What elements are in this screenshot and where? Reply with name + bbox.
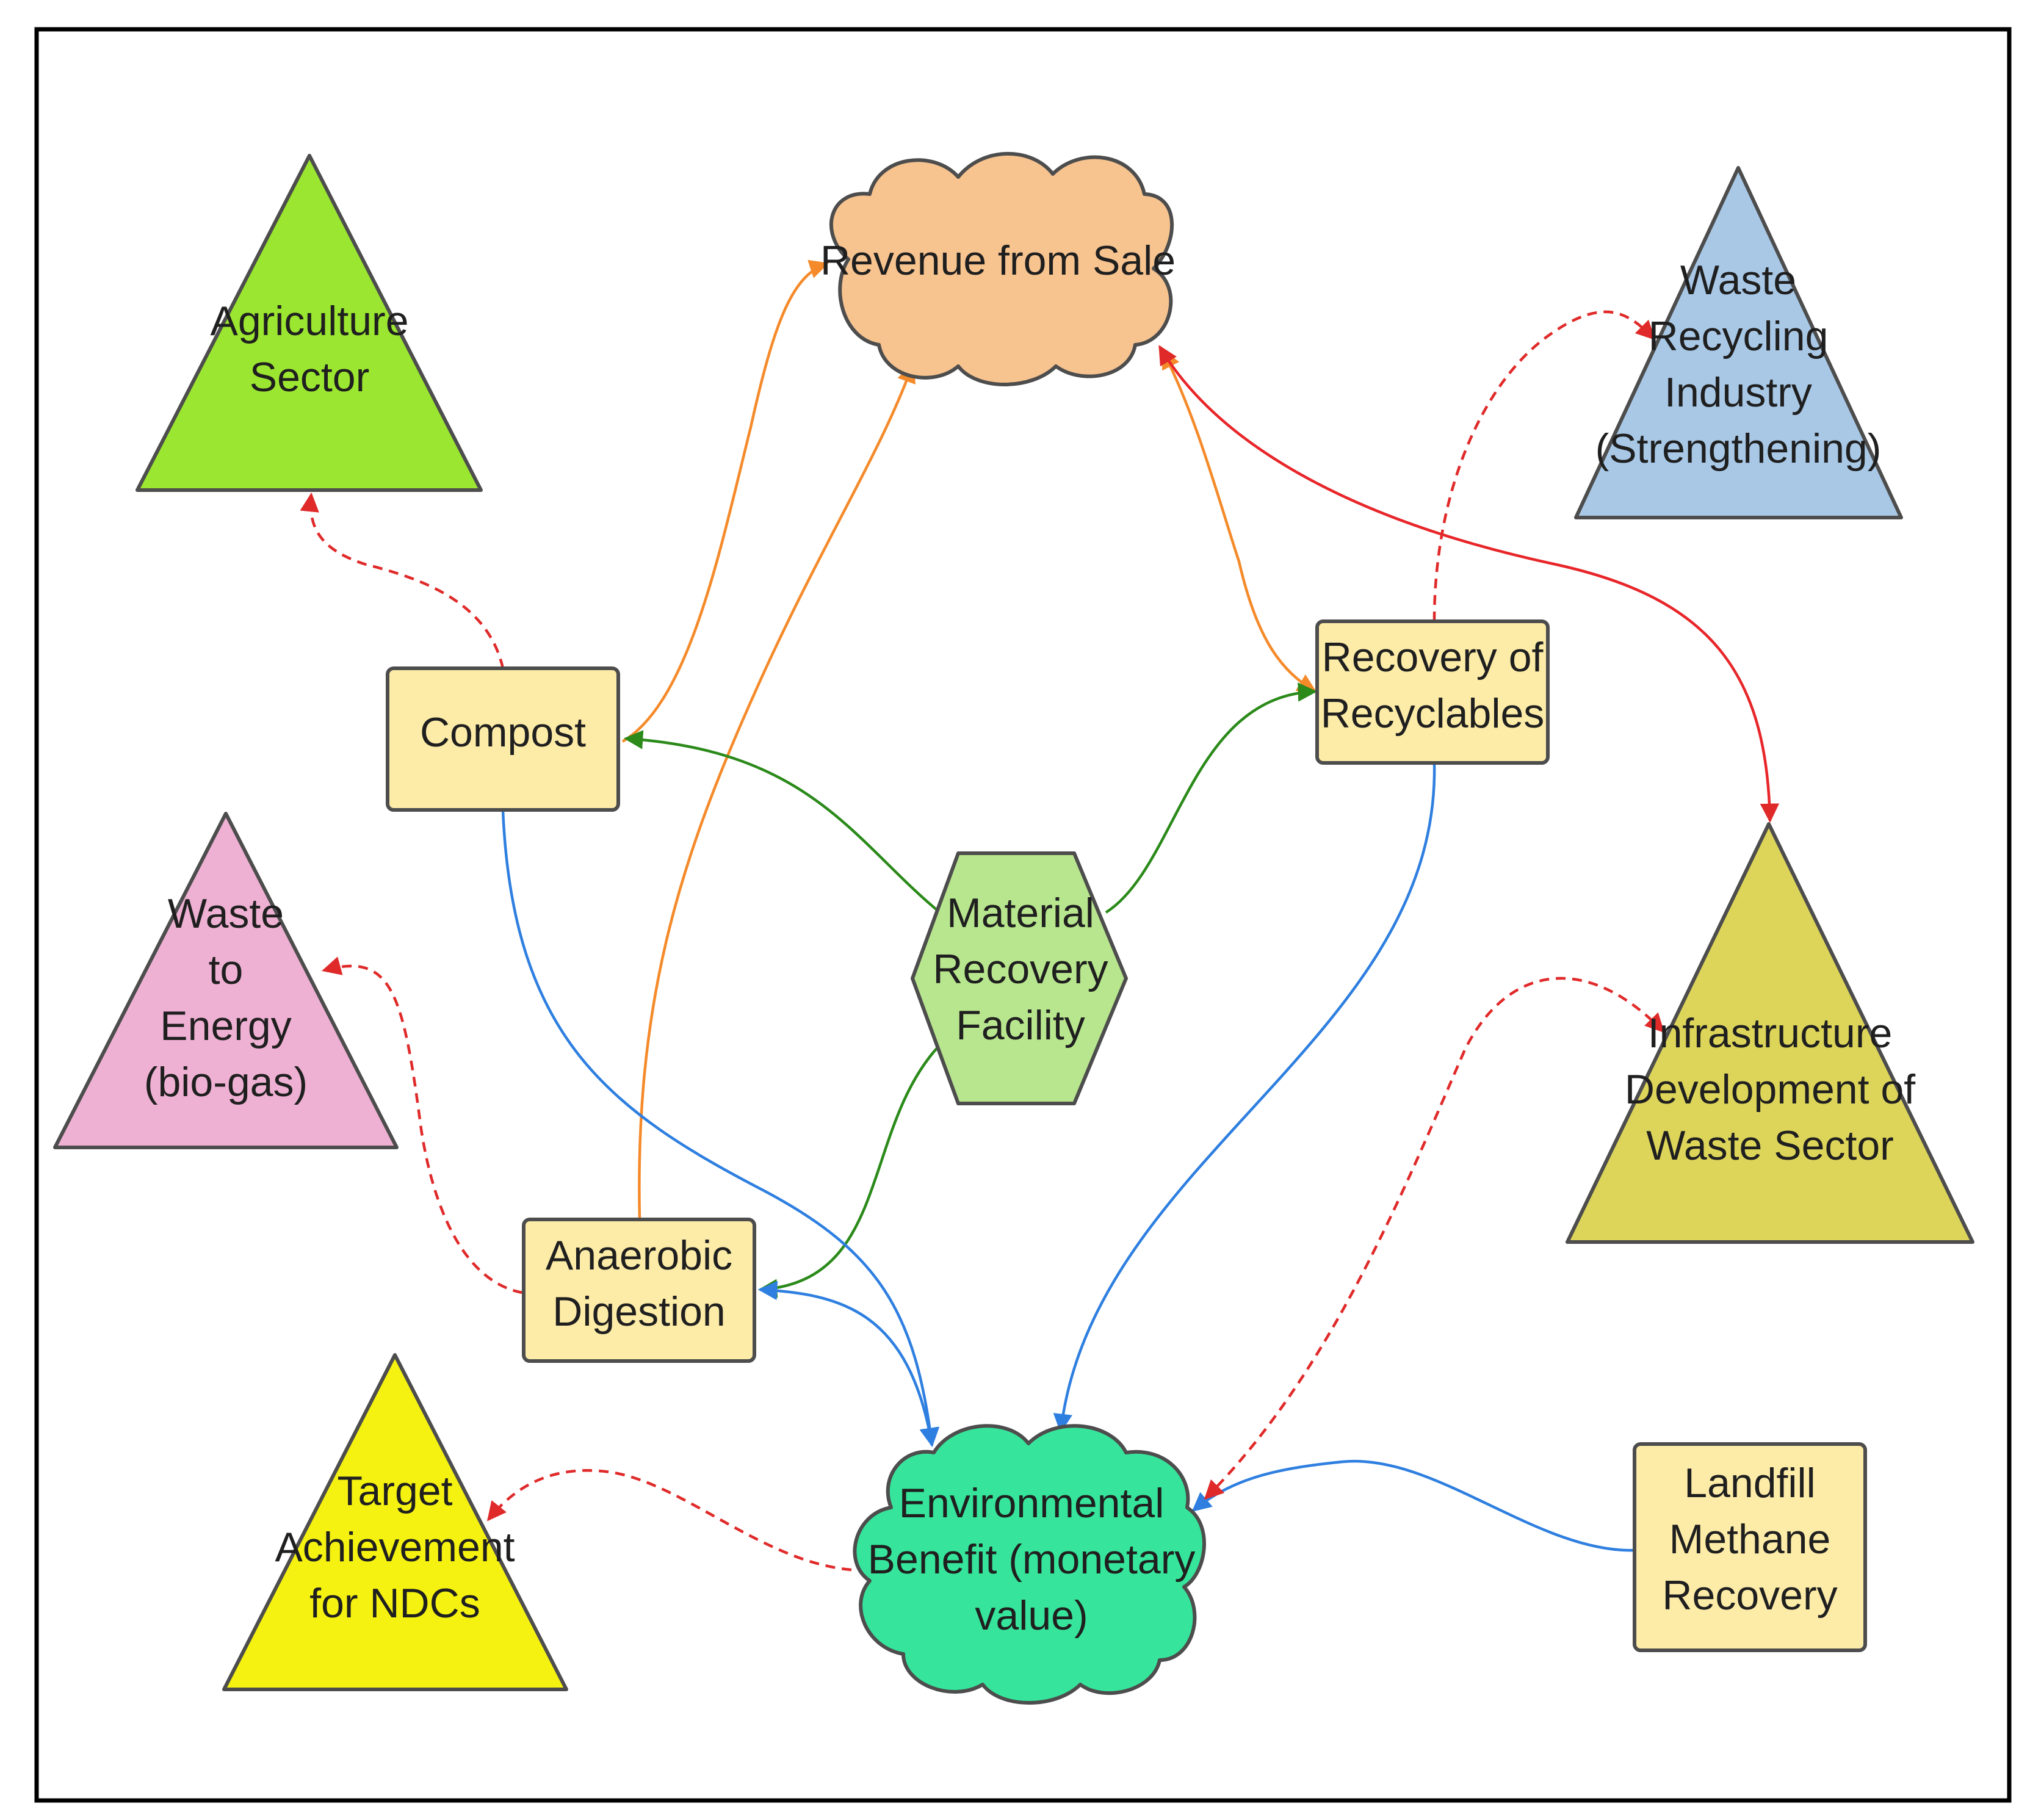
waste-recycling-label-line: Recycling (1649, 313, 1829, 359)
recovery-label-line: Recovery of (1322, 634, 1544, 681)
revenue-cloud-shape (829, 151, 1174, 386)
environment-label-line: value) (975, 1592, 1088, 1639)
waste-recycling-label-line: Industry (1664, 369, 1812, 416)
node-revenue-from-sale: Revenue from Sale (820, 151, 1176, 386)
recovery-label-line: Recyclables (1321, 690, 1545, 737)
edge-mrf-to-compost (623, 730, 941, 914)
landfill-label-line: Landfill (1684, 1460, 1816, 1506)
target-label-line: Achievement (275, 1524, 515, 1570)
environment-label-line: Benefit (monetary (868, 1536, 1196, 1583)
revenue-label: Revenue from Sale (820, 237, 1176, 284)
waste-to-energy-label-line: (bio-gas) (144, 1059, 308, 1105)
waste-to-energy-label-line: Waste (168, 890, 284, 937)
edge-environment-infrastructure (1204, 977, 1665, 1500)
compost-label: Compost (420, 709, 586, 756)
waste-to-energy-label-line: to (209, 947, 244, 993)
edge-mrf-to-recovery (1105, 682, 1318, 914)
target-label-line: Target (338, 1468, 453, 1514)
landfill-label-line: Methane (1669, 1516, 1831, 1562)
edge-anaerobic-environment (757, 1280, 939, 1448)
waste-recycling-label-line: Waste (1680, 257, 1796, 303)
mrf-label-line: Material (947, 890, 1094, 936)
agriculture-label-line: Agriculture (210, 298, 408, 344)
edge-recovery-to-waste-recycling (1432, 310, 1656, 622)
edge-anaerobic-to-waste-to-energy (321, 956, 523, 1295)
waste-recycling-label-line: (Strengthening) (1595, 425, 1882, 472)
anaerobic-label-line: Anaerobic (546, 1232, 732, 1279)
landfill-label-line: Recovery (1662, 1572, 1837, 1619)
recovery-label: Recovery of Recyclables (1321, 634, 1545, 737)
target-label-line: for NDCs (309, 1580, 480, 1627)
node-compost: Compost (386, 666, 620, 812)
environment-label-line: Environmental (899, 1480, 1165, 1526)
revenue-label-line: Revenue from Sale (820, 237, 1176, 284)
edge-anaerobic-to-revenue (638, 363, 916, 1220)
infrastructure-label-line: Development of (1625, 1066, 1915, 1113)
mrf-label-line: Facility (956, 1002, 1085, 1049)
waste-to-energy-label-line: Energy (160, 1003, 291, 1049)
node-recovery-of-recyclables: Recovery of Recyclables (1315, 619, 1550, 765)
edge-compost-to-agriculture (300, 492, 505, 669)
anaerobic-label-line: Digestion (552, 1288, 726, 1335)
environment-cloud-shape (853, 1424, 1206, 1705)
edge-revenue-to-infrastructure (1158, 345, 1780, 823)
infrastructure-label-line: Waste Sector (1646, 1122, 1894, 1169)
compost-label-line: Compost (420, 709, 586, 756)
mrf-label-line: Recovery (933, 946, 1108, 992)
edge-compost-to-revenue (621, 259, 829, 743)
agriculture-label-line: Sector (250, 354, 370, 400)
edge-environment-to-target (487, 1469, 852, 1572)
infrastructure-label-line: Infrastructure (1648, 1010, 1893, 1056)
edge-mrf-to-anaerobic (757, 1044, 941, 1298)
